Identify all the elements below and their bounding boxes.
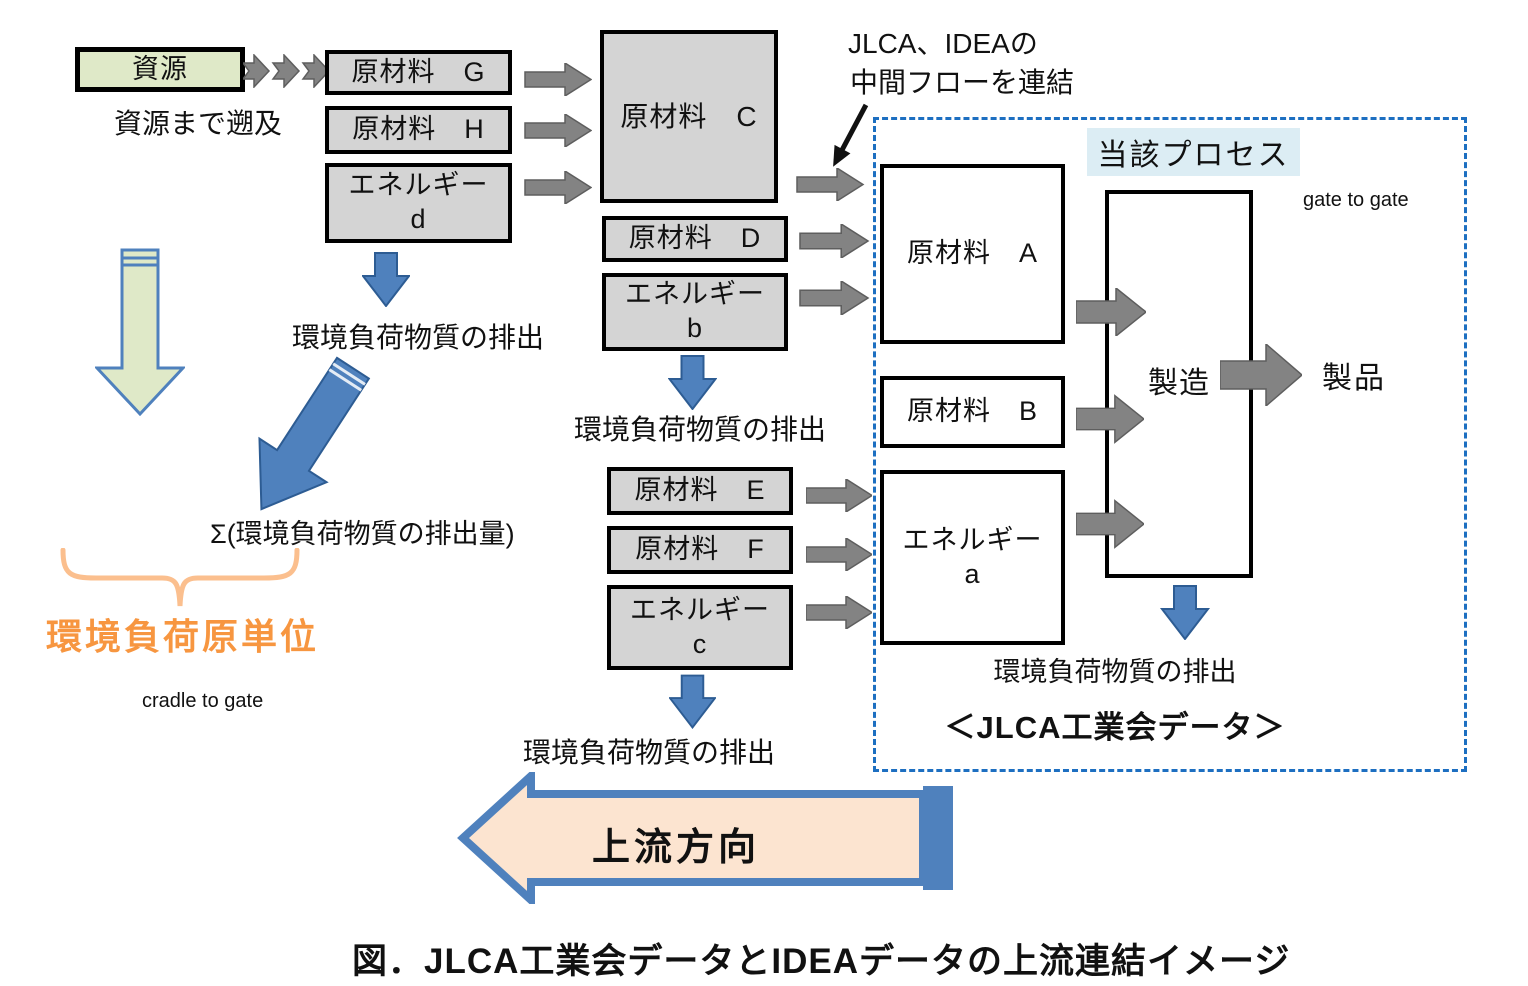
raw-material-c-box: 原材料 C [600, 30, 778, 203]
energy-d-box: エネルギー d [325, 163, 512, 243]
resource-box: 資源 [75, 47, 245, 92]
energy-a-label-line2: a [964, 558, 981, 589]
raw-material-f-box: 原材料 F [607, 526, 793, 574]
chevron-arrows-icon [243, 54, 331, 88]
arrow-a-to-mfg-icon [1076, 288, 1146, 336]
emission-arrow-c-icon [669, 674, 716, 729]
energy-d-label-line1: エネルギー [348, 170, 489, 201]
arrow-d-to-a-icon [799, 224, 870, 258]
jlca-data-label: ＜JLCA工業会データ＞ [944, 710, 1286, 745]
energy-b-label-line1: エネルギー [625, 279, 765, 310]
energy-b-label-line2: b [686, 313, 704, 343]
raw-material-a-label: 原材料 A [906, 238, 1038, 269]
energy-c-label-line1: エネルギー [630, 594, 770, 625]
arrow-c-to-a-icon [796, 168, 865, 201]
manufacturing-label: 製造 [1148, 367, 1210, 401]
raw-material-g-label: 原材料 G [351, 56, 486, 87]
arrow-d-to-c-icon [524, 171, 592, 204]
arrow-c2-to-a-icon [806, 596, 872, 629]
energy-b-box: エネルギー b [602, 273, 788, 351]
arrow-f-to-a-icon [806, 538, 872, 571]
sigma-label: Σ(環境負荷物質の排出量) [210, 519, 515, 549]
arrow-energya-to-mfg-icon [1076, 499, 1144, 549]
product-label: 製品 [1322, 362, 1386, 395]
intensity-label: 環境負荷原単位 [46, 616, 320, 657]
raw-material-g-box: 原材料 G [325, 50, 512, 95]
resource-label: 資源 [132, 53, 188, 84]
annotation-line1: JLCA、IDEAの [848, 28, 1038, 59]
process-tag: 当該プロセス [1087, 128, 1300, 176]
emission-label-1: 環境負荷物質の排出 [291, 322, 544, 353]
raw-material-b-box: 原材料 B [880, 376, 1065, 448]
raw-material-e-box: 原材料 E [607, 467, 793, 515]
cradle-to-gate-label: cradle to gate [142, 690, 264, 712]
gate-to-gate-label: gate to gate [1303, 189, 1409, 211]
energy-a-box: エネルギー a [880, 470, 1065, 645]
upstream-direction-label: 上流方向 [591, 827, 760, 869]
raw-material-h-box: 原材料 H [325, 106, 512, 154]
trace-back-label: 資源まで遡及 [114, 108, 283, 139]
emission-label-4: 環境負荷物質の排出 [993, 657, 1237, 687]
raw-material-e-label: 原材料 E [634, 475, 766, 506]
upstream-direction-arrow-icon [457, 772, 953, 904]
energy-c-label-line2: c [692, 628, 708, 659]
emission-arrow-b-icon [668, 355, 717, 410]
energy-a-label-line1: エネルギー [902, 524, 1043, 555]
raw-material-h-label: 原材料 H [352, 114, 485, 145]
raw-material-a-box: 原材料 A [880, 164, 1065, 344]
arrow-b-to-mfg-icon [1076, 394, 1144, 444]
arrow-h-to-c-icon [524, 114, 592, 147]
jlca-dashed-boundary [873, 117, 1467, 772]
energy-d-label-line2: d [410, 204, 427, 234]
emission-arrow-mfg-icon [1159, 585, 1211, 640]
brace-icon [60, 548, 300, 607]
raw-material-f-label: 原材料 F [635, 534, 765, 565]
raw-material-c-label: 原材料 C [620, 101, 758, 132]
annotation-arrow-icon [833, 103, 869, 167]
arrow-e-to-a-icon [806, 479, 872, 512]
raw-material-b-label: 原材料 B [906, 396, 1038, 427]
figure-caption: 図．JLCA工業会データとIDEAデータの上流連結イメージ [352, 942, 1291, 981]
energy-c-box: エネルギー c [607, 585, 793, 670]
raw-material-d-label: 原材料 D [628, 223, 762, 254]
arrow-b-to-a-icon [799, 281, 870, 315]
emission-label-3: 環境負荷物質の排出 [522, 737, 775, 768]
process-tag-label: 当該プロセス [1097, 139, 1290, 172]
emission-arrow-d-icon [362, 252, 410, 307]
emission-label-2: 環境負荷物質の排出 [573, 414, 826, 445]
raw-material-d-box: 原材料 D [602, 216, 788, 262]
cradle-scope-arrow-icon [95, 248, 185, 416]
arrow-g-to-c-icon [524, 63, 592, 96]
arrow-mfg-to-product-icon [1220, 344, 1302, 406]
sum-arrow-icon [258, 356, 371, 511]
annotation-line2: 中間フローを連結 [850, 67, 1075, 98]
